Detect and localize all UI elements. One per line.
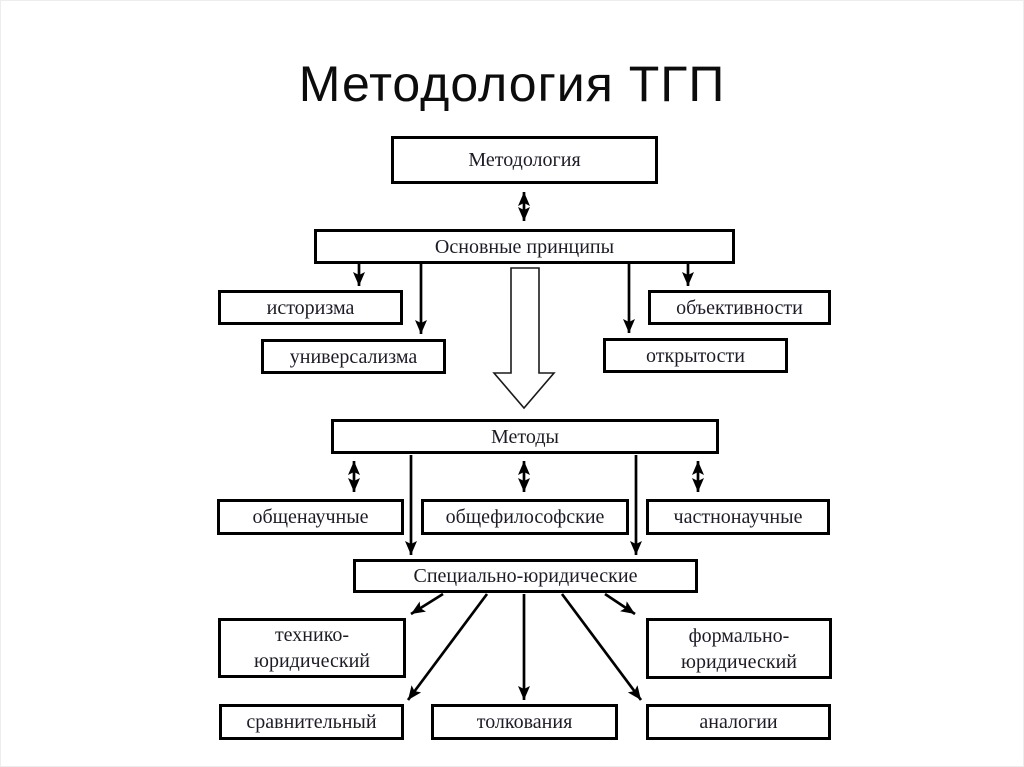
node-sravnitelnyj-label: сравнительный bbox=[246, 711, 377, 733]
page-title: Методология ТГП bbox=[298, 56, 726, 112]
arrow-spetsialno-sravnitelnyj bbox=[406, 593, 489, 701]
node-methodology-label: Методология bbox=[468, 149, 581, 171]
node-tekhniko-line2: юридический bbox=[254, 650, 370, 672]
node-obshchenauchnye-label: общенаучные bbox=[252, 506, 369, 528]
node-methodology: Методология bbox=[391, 136, 658, 184]
arrow-spetsialno-analogii bbox=[560, 593, 643, 701]
node-metody: Методы bbox=[331, 419, 719, 454]
node-obyektivnosti: объективности bbox=[648, 290, 831, 325]
node-formalno-line2: юридический bbox=[681, 650, 797, 673]
arrow-spetsialno-tekhniko bbox=[410, 592, 444, 616]
node-chastnonauchnye-label: частнонаучные bbox=[673, 506, 803, 528]
node-formalno-line1: формально- bbox=[688, 624, 790, 647]
node-metody-label: Методы bbox=[491, 425, 559, 448]
node-tekhniko-yuridicheskij: технико- юридический bbox=[218, 618, 406, 678]
node-analogii: аналогии bbox=[646, 704, 831, 740]
node-istorizma-label: историзма bbox=[266, 296, 355, 319]
node-obshchefilosofskie: общефилософские bbox=[421, 499, 629, 535]
node-tekhniko-line1: технико- bbox=[274, 624, 350, 646]
node-spetsialno-yuridicheskie: Специально-юридические bbox=[353, 559, 698, 593]
node-istorizma: историзма bbox=[218, 290, 403, 325]
arrow-spetsialno-formalno bbox=[604, 592, 636, 616]
node-chastnonauchnye: частнонаучные bbox=[646, 499, 830, 535]
node-principles-label: Основные принципы bbox=[434, 235, 615, 258]
node-tolkovaniya: толкования bbox=[431, 704, 618, 740]
big-down-arrow bbox=[492, 267, 556, 410]
node-universalizma-label: универсализма bbox=[289, 345, 418, 368]
node-obshchenauchnye: общенаучные bbox=[217, 499, 404, 535]
node-otkrytosti-label: открытости bbox=[646, 344, 745, 367]
node-principles: Основные принципы bbox=[314, 229, 735, 264]
node-universalizma: универсализма bbox=[261, 339, 446, 374]
node-spetsialno-label: Специально-юридические bbox=[413, 565, 638, 587]
node-obyektivnosti-label: объективности bbox=[676, 296, 803, 319]
node-obshchefilosofskie-label: общефилософские bbox=[445, 506, 605, 528]
node-otkrytosti: открытости bbox=[603, 338, 788, 373]
node-tolkovaniya-label: толкования bbox=[476, 711, 573, 733]
node-analogii-label: аналогии bbox=[699, 711, 778, 733]
node-sravnitelnyj: сравнительный bbox=[219, 704, 404, 740]
node-formalno-yuridicheskij: формально- юридический bbox=[646, 618, 832, 679]
